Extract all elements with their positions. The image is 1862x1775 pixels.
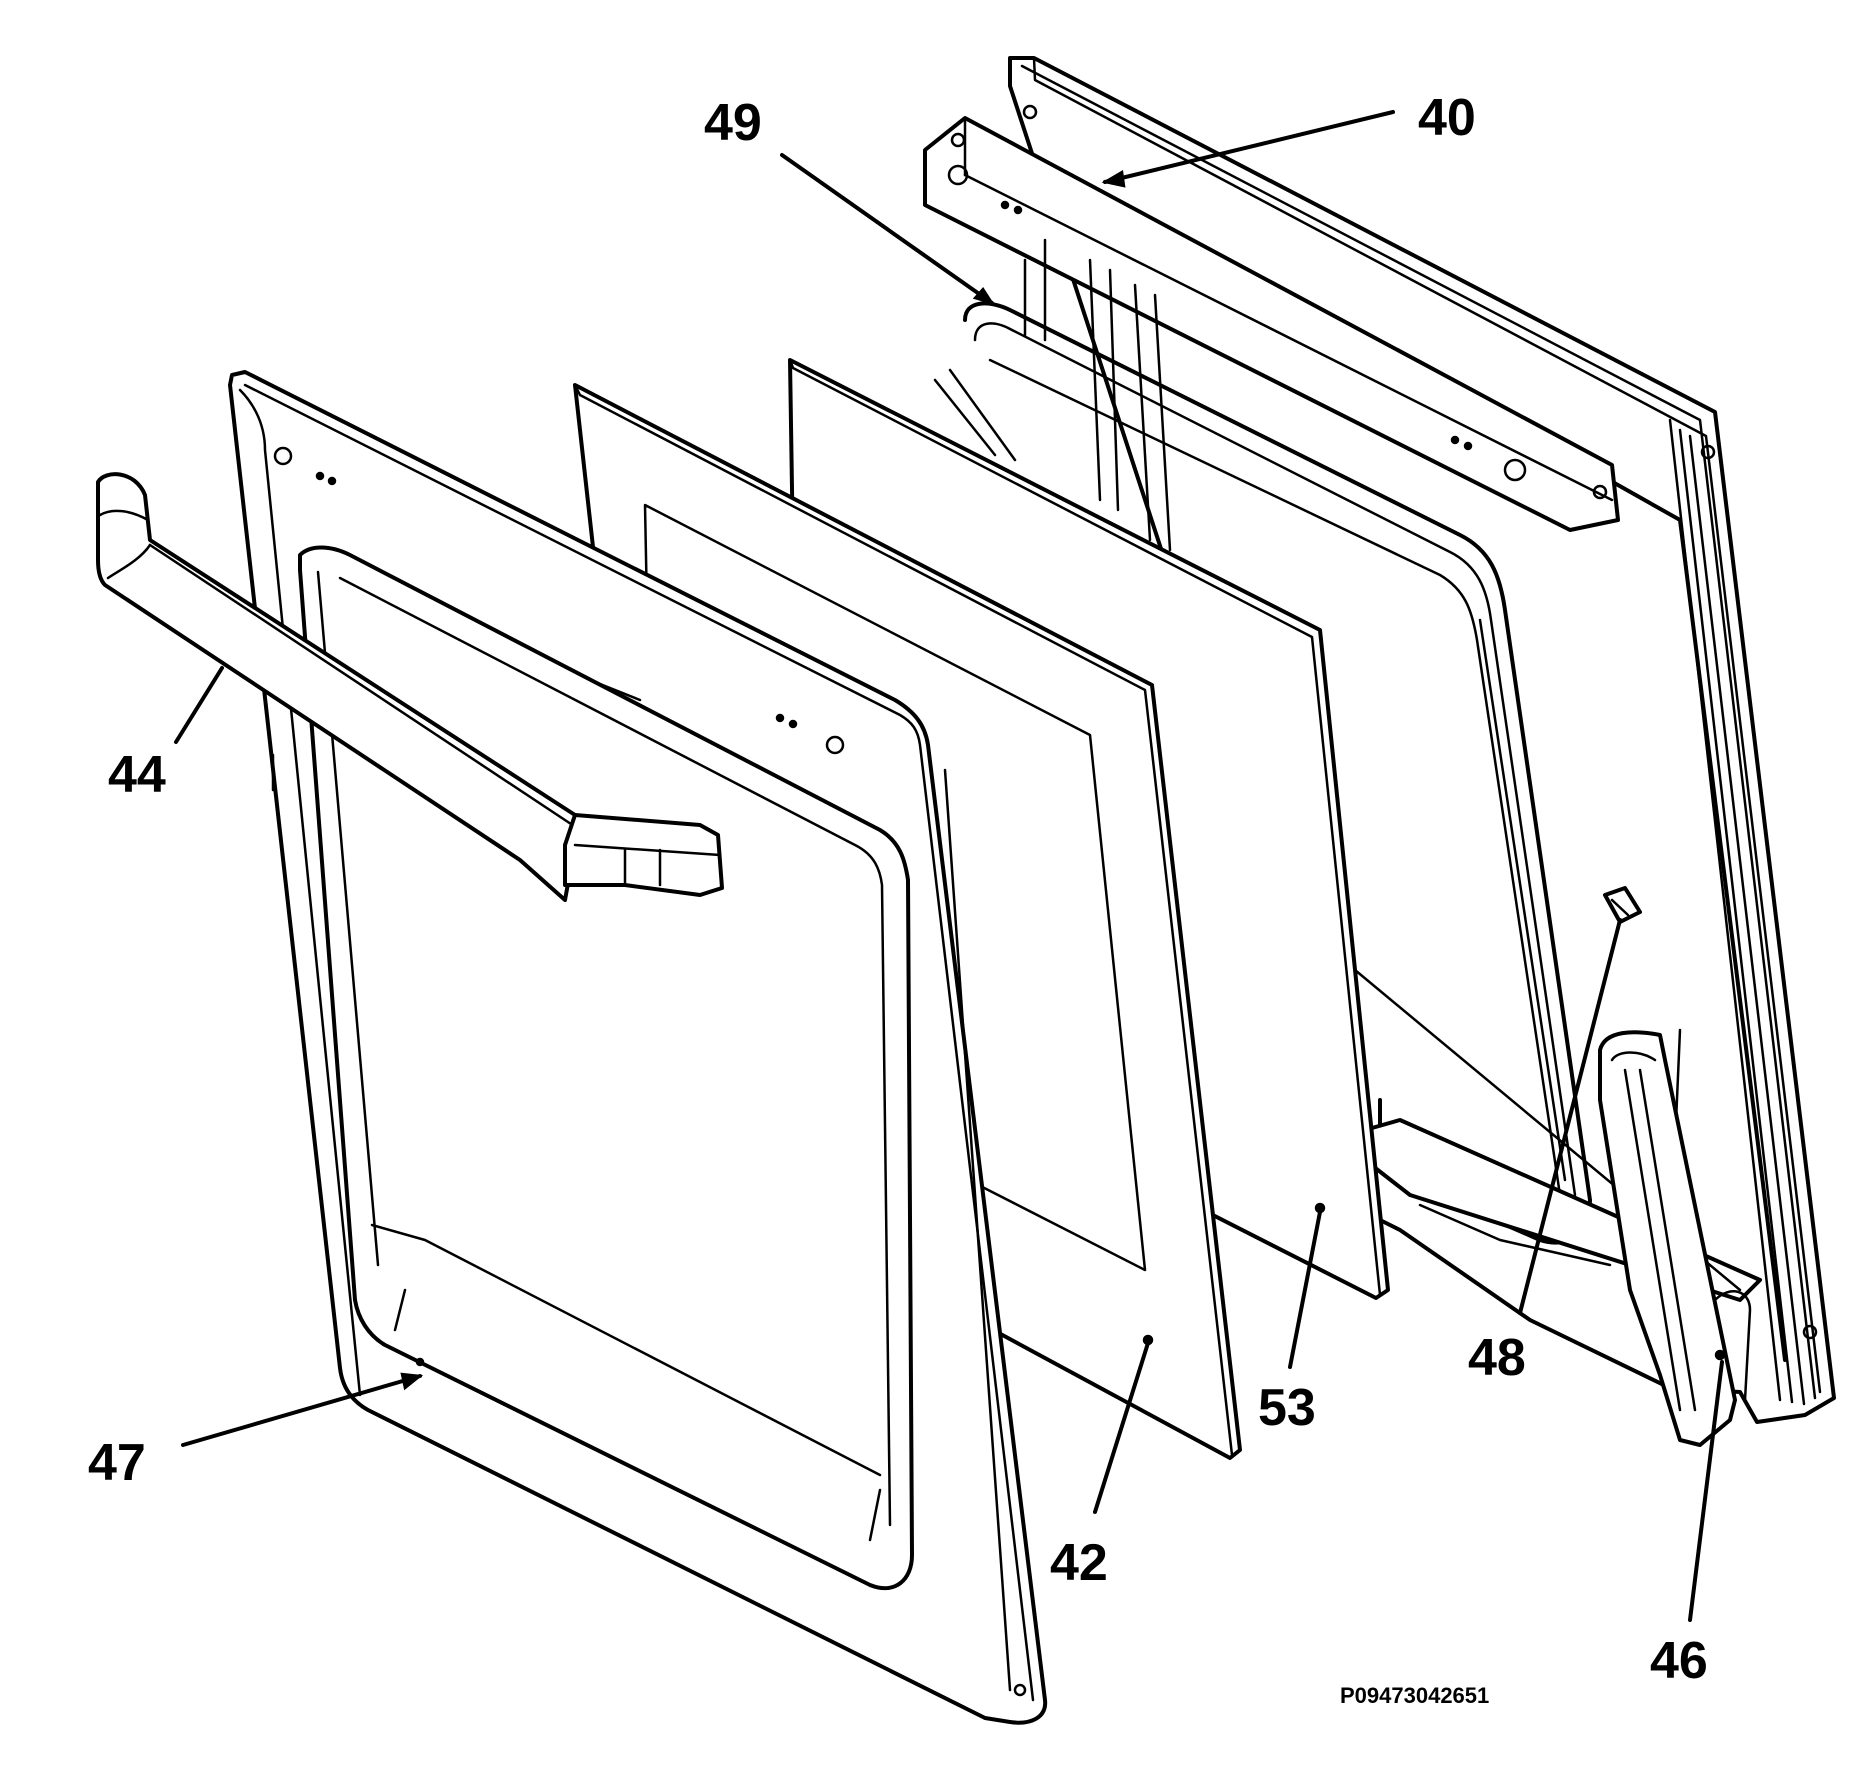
part-label-53: 53 <box>1258 1379 1316 1437</box>
drawing-code: P09473042651 <box>1340 1683 1489 1708</box>
part-label-40: 40 <box>1418 89 1476 147</box>
door-slats <box>1023 238 1172 552</box>
hinge-bar <box>923 116 1620 532</box>
hinge-block <box>1598 1030 1752 1447</box>
part-label-46: 46 <box>1650 1632 1708 1690</box>
part-label-44: 44 <box>108 746 166 804</box>
part-label-49: 49 <box>704 94 762 152</box>
part-label-47: 47 <box>88 1434 146 1492</box>
inner-glass-frame <box>933 301 1592 1245</box>
outer-door-frame <box>228 370 1048 1725</box>
part-label-48: 48 <box>1468 1329 1526 1387</box>
part-label-42: 42 <box>1050 1534 1108 1592</box>
leader-lines <box>174 110 1724 1622</box>
clip-48 <box>1603 886 1642 924</box>
door-handle <box>96 472 724 902</box>
